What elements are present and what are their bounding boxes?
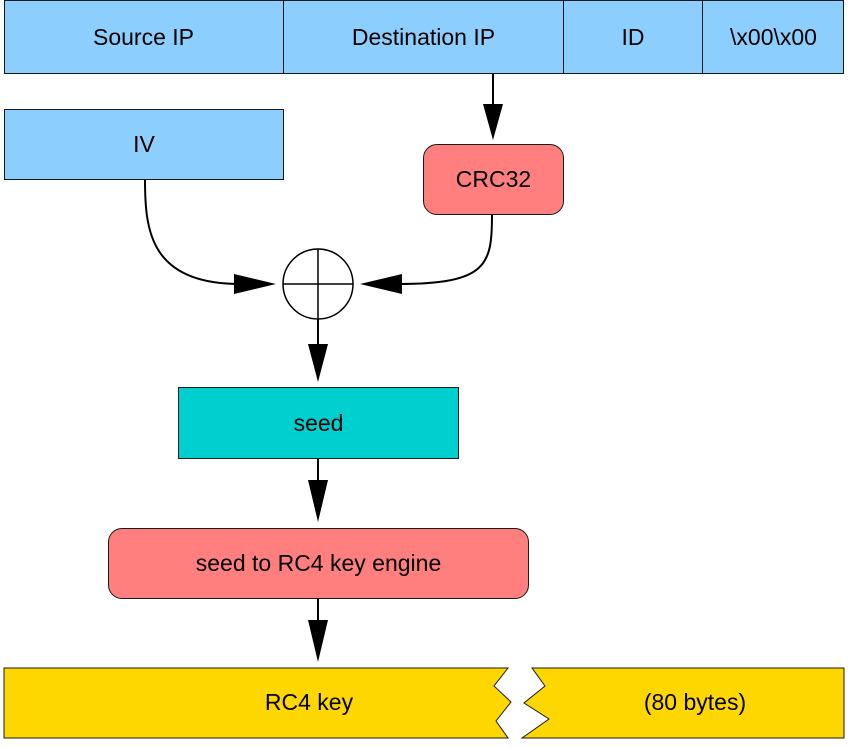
- destination-ip-field: Destination IP: [284, 0, 564, 74]
- packet-header-bar: [4, 0, 844, 74]
- rc4-key-bar-right: [520, 667, 845, 739]
- rc4-key-size-text: (80 bytes): [643, 689, 747, 715]
- crc32-box: CRC32: [423, 144, 564, 215]
- crc32-arrowhead: [483, 104, 503, 140]
- rc4-key-bar-left: [3, 667, 512, 739]
- destination-ip-label: Destination IP: [351, 23, 496, 50]
- seed-label: seed: [293, 409, 344, 436]
- iv-arrowhead: [234, 274, 276, 294]
- crc32-to-xor-curve: [397, 214, 493, 285]
- padding-label: \x00\x00: [730, 23, 817, 50]
- rc4-key-text: RC4 key: [264, 689, 354, 715]
- source-ip-label: Source IP: [93, 23, 194, 50]
- crc32-xor-arrowhead: [360, 274, 402, 294]
- crc32-label: CRC32: [455, 166, 532, 192]
- id-field: ID: [564, 0, 703, 74]
- rc4-key-engine-box: seed to RC4 key engine: [108, 528, 529, 599]
- id-label: ID: [621, 23, 645, 50]
- seed-arrowhead: [308, 344, 328, 382]
- padding-field: \x00\x00: [703, 0, 844, 74]
- source-ip-field: Source IP: [4, 0, 284, 74]
- rc4-key-arrowhead: [308, 620, 328, 662]
- rc4-key-engine-label: seed to RC4 key engine: [195, 550, 442, 576]
- iv-label: IV: [133, 131, 155, 157]
- seed-box: seed: [178, 387, 459, 459]
- rc4-key-label: RC4 key: [209, 689, 409, 716]
- iv-to-xor-curve: [144, 179, 241, 285]
- engine-arrowhead: [308, 480, 328, 522]
- rc4-key-size-label: (80 bytes): [595, 689, 795, 716]
- iv-box: IV: [4, 109, 284, 180]
